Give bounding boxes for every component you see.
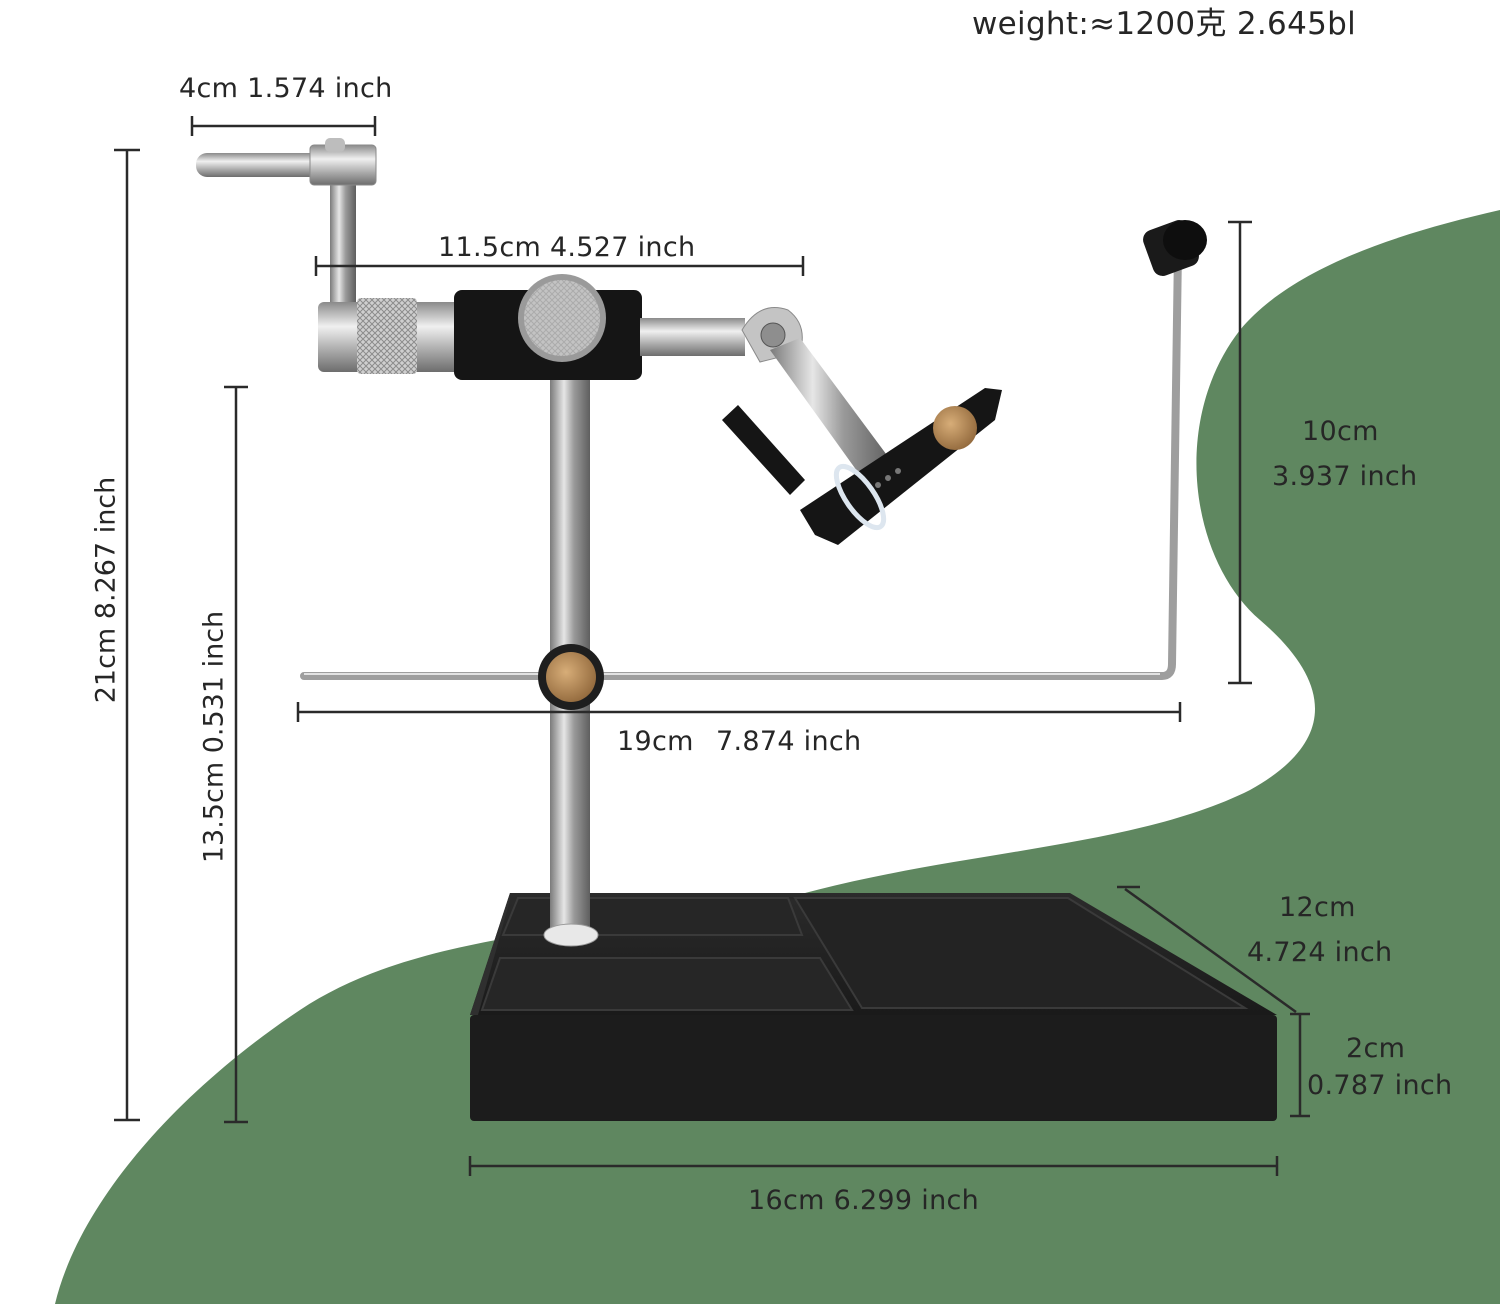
base-width-label: 16cm 6.299 inch: [748, 1185, 980, 1216]
bobbin-rest-rod: [300, 246, 1182, 680]
green-background-shape: [55, 210, 1500, 1304]
weight-label: weight:≈1200克 2.645bl: [972, 6, 1357, 42]
rest-width-label: 19cm: [617, 726, 694, 757]
stem-height-label: 13.5cm 0.531 inch: [198, 610, 230, 864]
stem-washer: [543, 923, 599, 947]
rest-height-inch-label: 3.937 inch: [1272, 461, 1418, 492]
arm-length-label: 11.5cm 4.527 inch: [438, 232, 696, 263]
rest-width-inch-label: 7.874 inch: [716, 726, 862, 757]
dimension-lines: [114, 116, 1310, 1176]
rest-clamp: [538, 644, 604, 710]
base-depth-cm-label: 12cm: [1279, 892, 1356, 923]
base-depth-inch-label: 4.724 inch: [1247, 937, 1393, 968]
base-height-inch-label: 0.787 inch: [1307, 1070, 1453, 1101]
vise-jaw: [722, 307, 1002, 545]
total-height-label: 21cm 8.267 inch: [90, 476, 122, 704]
t-handle: [196, 138, 377, 305]
base-tray: [470, 893, 1277, 1121]
rest-cap: [1143, 220, 1207, 276]
vise-arm: [318, 274, 745, 380]
base-height-cm-label: 2cm: [1346, 1033, 1406, 1064]
knob-width-label: 4cm 1.574 inch: [179, 73, 393, 104]
rest-height-cm-label: 10cm: [1302, 416, 1379, 447]
